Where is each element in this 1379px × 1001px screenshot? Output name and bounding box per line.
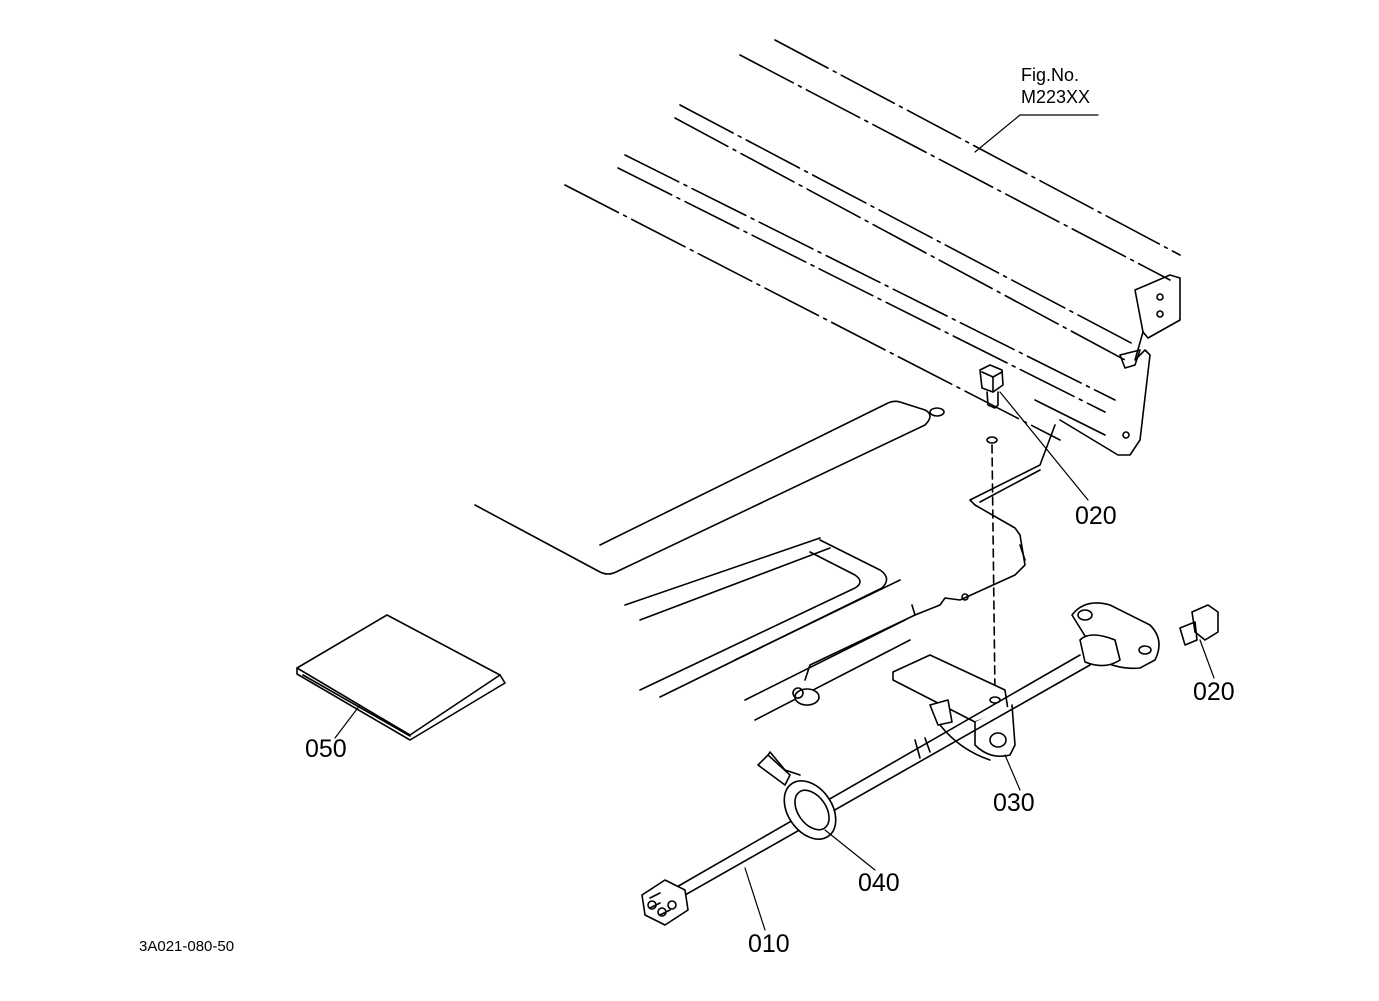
callout-010: 010	[748, 930, 790, 958]
figure-reference-line2: M223XX	[1021, 87, 1091, 107]
figure-reference-label: Fig.No. M223XX	[1021, 66, 1090, 106]
panel-peg	[792, 687, 820, 706]
leader-lines	[334, 114, 1215, 931]
callout-040: 040	[858, 869, 900, 897]
bolt-right	[1179, 604, 1219, 646]
frame-end-bracket	[1034, 274, 1181, 456]
callout-020-right: 020	[1193, 678, 1235, 706]
sensor-body	[1071, 602, 1160, 670]
drawing-code: 3A021-080-50	[139, 938, 235, 955]
cable-clamp	[757, 751, 837, 840]
mounting-bracket	[804, 424, 1056, 681]
bolt-upper	[979, 364, 1004, 696]
manual-booklet	[296, 614, 506, 741]
figure-reference-line1: Fig.No.	[1021, 65, 1080, 85]
callout-020-upper: 020	[1075, 502, 1117, 530]
callout-030: 030	[993, 789, 1035, 817]
frame-rails	[564, 39, 1181, 441]
floor-panel	[474, 400, 945, 721]
cable-harness	[641, 654, 1091, 926]
sensor-bracket	[892, 654, 1016, 761]
callout-050: 050	[305, 735, 347, 763]
